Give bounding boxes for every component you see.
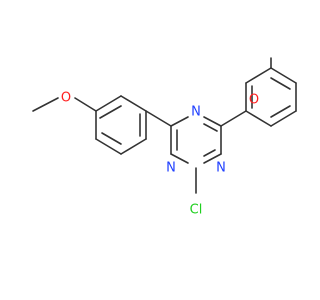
bond-left-ring-4 <box>120 138 147 155</box>
bond-left-ring-2 <box>120 95 147 112</box>
bond-left-ring-1-inner <box>99 105 122 119</box>
bond-triazine-4 <box>203 153 222 164</box>
bond-methyl-left <box>32 97 59 112</box>
bond-right-ring-5-inner <box>270 105 291 118</box>
atom-n2: N <box>166 161 176 176</box>
bond-left-ring-1 <box>95 95 122 112</box>
bond-left-ring-5 <box>95 138 122 155</box>
molecule-drawing: O N N N Cl O <box>32 57 297 218</box>
bond-right-ring-3-inner <box>270 77 291 90</box>
bond-right-ring-5 <box>270 110 297 127</box>
bond-triazine-1 <box>170 116 189 127</box>
bond-triazine-2 <box>203 116 222 127</box>
structure-svg: O N N N Cl O <box>32 57 297 218</box>
atom-n3: N <box>216 161 226 176</box>
bond-right-ring-6 <box>245 110 272 127</box>
bond-triazine-5 <box>170 153 189 164</box>
bond-right-ring-2 <box>245 67 272 84</box>
atom-n1: N <box>191 105 201 120</box>
bond-triazine-2-inner <box>203 123 218 132</box>
bond-triazine-right-ring <box>220 110 247 127</box>
atom-o-left: O <box>61 91 71 106</box>
bond-left-ring-triazine <box>145 110 172 127</box>
bond-left-ring-5-inner <box>101 132 122 145</box>
atom-o-right: O <box>249 93 259 108</box>
atom-cl: Cl <box>190 203 203 218</box>
bond-triazine-4-inner <box>203 149 216 157</box>
bond-o-aryl-left <box>74 97 97 112</box>
bond-right-ring-3 <box>270 67 297 84</box>
